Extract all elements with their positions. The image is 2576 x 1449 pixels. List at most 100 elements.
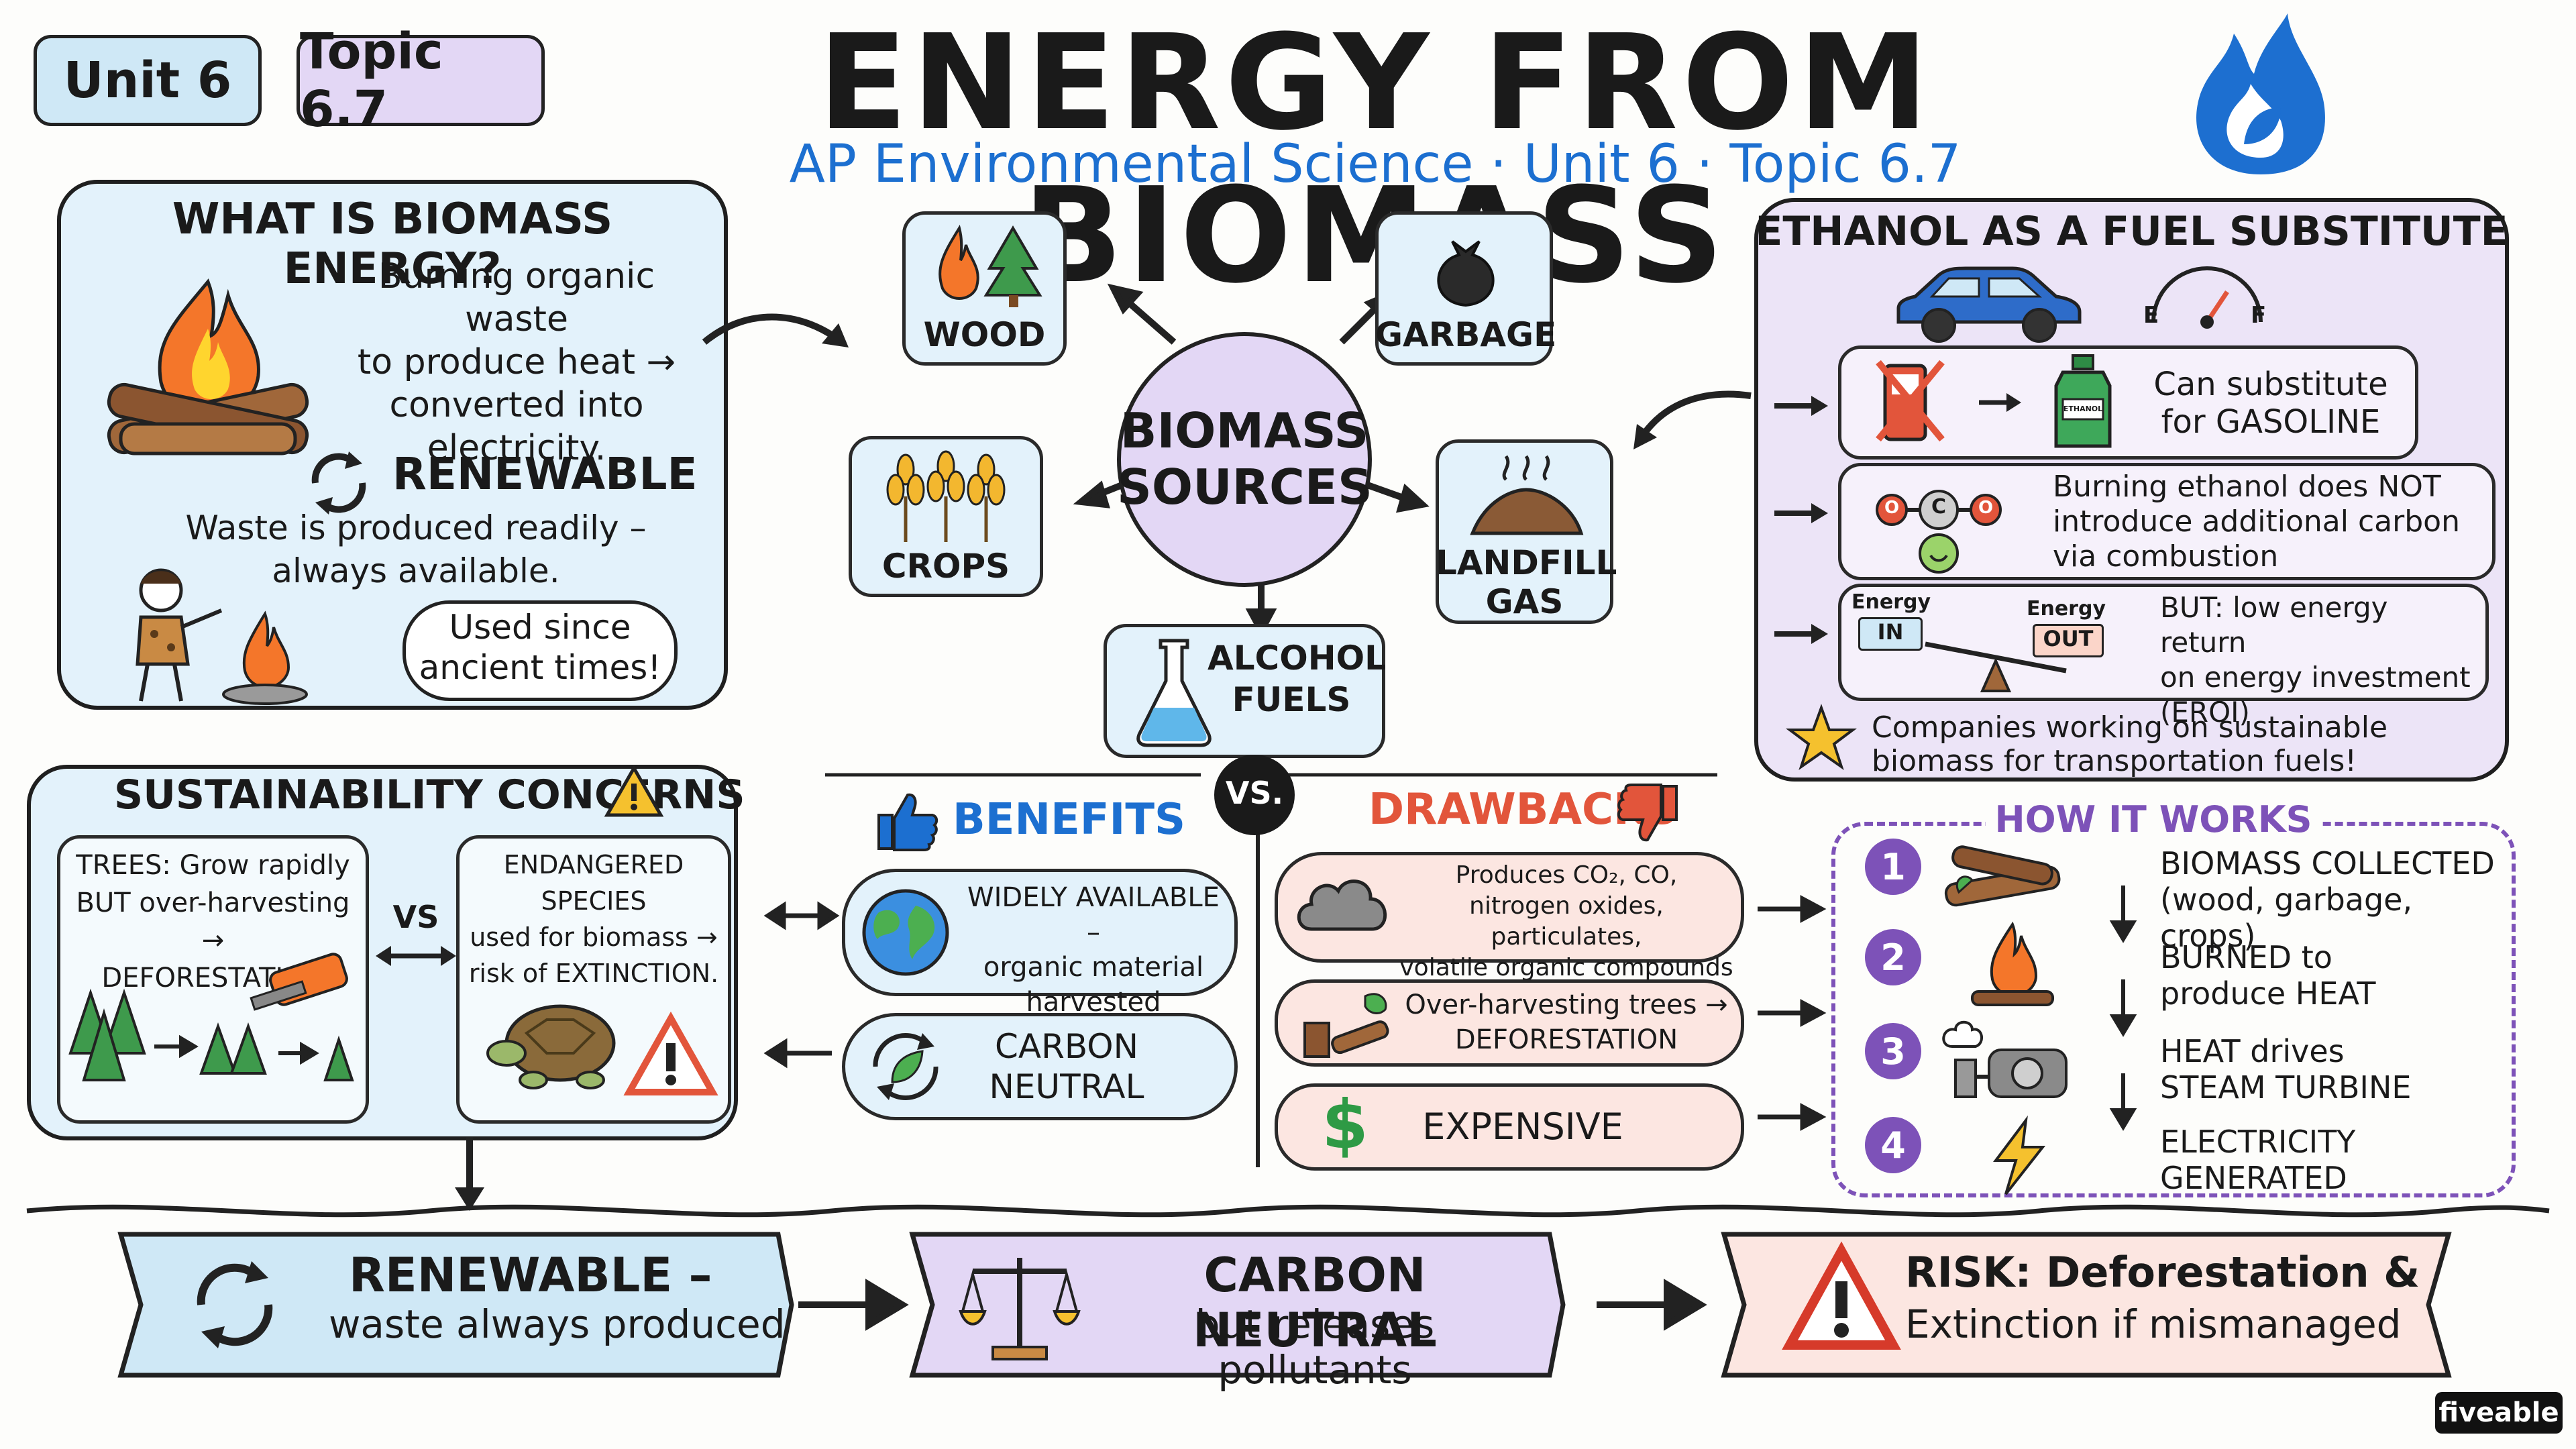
wood-label: WOOD <box>923 315 1046 354</box>
benefit2-line: NEUTRAL <box>989 1067 1144 1106</box>
trees-line: BUT over-harvesting → <box>76 888 350 956</box>
summary-risk-sub: Extinction if mismanaged <box>1905 1301 2402 1347</box>
garbage-label: GARBAGE <box>1375 315 1557 354</box>
steam-turbine-icon <box>1942 1020 2068 1098</box>
landfill-line: GAS <box>1485 582 1564 621</box>
companies-note: Companies working on sustainable biomass… <box>1872 711 2489 778</box>
step-text: HEAT drives STEAM TURBINE <box>2160 1033 2502 1106</box>
caveman-icon <box>136 568 223 702</box>
crops-label: CROPS <box>881 547 1010 586</box>
flame-leaf-icon <box>2196 13 2325 174</box>
brand-logo: fiveable <box>2435 1392 2563 1434</box>
gasoline-text: Can substitute for GASOLINE <box>2140 366 2402 441</box>
alcohol-line: FUELS <box>1232 680 1351 719</box>
page-subtitle: AP Environmental Science · Unit 6 · Topi… <box>789 134 1962 195</box>
biomass-sources-center <box>1117 332 1372 587</box>
step-number: 3 <box>1865 1023 1921 1079</box>
step3-line: STEAM TURBINE <box>2160 1069 2412 1106</box>
arrow-from-ethanol <box>1633 390 1752 449</box>
row1-line: Can substitute <box>2153 366 2388 403</box>
recycle-arrows-icon <box>197 1261 273 1348</box>
smoke-cloud-icon <box>1297 879 1387 931</box>
energy-in-badge: IN <box>1858 617 1923 651</box>
summary-ribbons <box>117 1232 2452 1378</box>
double-arrow <box>376 946 456 966</box>
row3-line: BUT: low energy return <box>2160 591 2388 659</box>
center-line: BIOMASS <box>1120 402 1369 459</box>
drawback-expensive <box>1275 1083 1744 1171</box>
row3-line: on energy investment <box>2160 661 2471 694</box>
step2-line: produce HEAT <box>2160 975 2376 1012</box>
step-down-arrows <box>2109 885 2137 1131</box>
drawback1-line: nitrogen oxides, particulates, <box>1469 892 1664 951</box>
step1-line: (wood, garbage, crops) <box>2160 881 2413 954</box>
row2-line: introduce additional carbon <box>2053 504 2460 539</box>
ethanol-row-eroi <box>1838 584 2489 701</box>
thumbs-up-icon <box>877 793 938 851</box>
step-text: BURNED to produce HEAT <box>2160 939 2502 1012</box>
leaf-cycle-icon <box>873 1033 938 1100</box>
row-arrow <box>1774 396 1828 416</box>
fuel-gauge-icon <box>2151 266 2263 329</box>
lightning-icon <box>1993 1115 2046 1195</box>
danger-sign-icon <box>623 1011 718 1095</box>
summary-renewable-title: RENEWABLE – <box>349 1248 712 1303</box>
carbon-neutral-text: CARBON NEUTRAL <box>959 1026 1174 1107</box>
drawback2-line: DEFORESTATION <box>1454 1024 1678 1055</box>
energy-in-top: Energy <box>1851 590 1931 614</box>
gauge-f-label: F <box>2251 302 2267 329</box>
sustainability-vs: VS <box>392 899 439 935</box>
row-arrow-small <box>1979 393 2021 412</box>
landfill-icon <box>1470 455 1584 535</box>
row2-line: Burning ethanol does NOT <box>2053 470 2441 504</box>
bubble-line: Used since <box>449 608 631 647</box>
desc-line: to produce heat → <box>357 342 676 382</box>
species-line: risk of EXTINCTION. <box>468 959 719 988</box>
row1-line: for GASOLINE <box>2161 403 2381 441</box>
step4-line: GENERATED <box>2160 1160 2347 1196</box>
deforestation-text: Over-harvesting trees → DEFORESTATION <box>1395 987 1737 1057</box>
desc-line: Burning organic waste <box>378 256 655 339</box>
how-it-works-heading: HOW IT WORKS <box>1994 798 2312 841</box>
unit-badge: Unit 6 <box>34 35 262 126</box>
benefit1-line: organic material <box>983 952 1204 983</box>
car-icon <box>1896 266 2082 343</box>
balance-scale-icon <box>959 1258 1081 1360</box>
energy-out-badge: OUT <box>2033 624 2104 657</box>
renewable-heading: RENEWABLE <box>392 448 698 500</box>
step3-line: HEAT drives <box>2160 1033 2345 1069</box>
trees-line: TREES: Grow rapidly <box>76 850 350 881</box>
page-title: ENERGY FROM BIOMASS <box>818 7 1933 313</box>
turtle-icon <box>486 1004 616 1089</box>
gauge-e-label: E <box>2143 302 2159 329</box>
row3-line: (EROI) <box>2160 696 2250 729</box>
summary-carbon-title: CARBON NEUTRAL <box>1193 1248 1437 1358</box>
globe-icon <box>862 889 949 976</box>
what-is-heading: WHAT IS BIOMASS ENERGY? <box>172 195 613 294</box>
step-text: BIOMASS COLLECTED (wood, garbage, crops) <box>2160 845 2502 954</box>
tree-stump-icon <box>1303 993 1389 1058</box>
desc-line: electricity. <box>427 428 606 468</box>
pollutants-text: Produces CO₂, CO, nitrogen oxides, parti… <box>1395 860 1737 983</box>
arrows-to-sustainability <box>763 901 840 1069</box>
species-text: ENDANGERED SPECIES used for biomass → ri… <box>463 847 724 991</box>
wavy-divider <box>26 1204 2550 1218</box>
summary-renewable-sub: waste always produced <box>329 1301 786 1347</box>
ethanol-can-icon <box>2054 354 2112 448</box>
benefit2-line: CARBON <box>994 1027 1139 1066</box>
small-campfire-icon <box>222 610 308 705</box>
energy-out-top: Energy <box>2026 597 2106 621</box>
risk-warning-icon <box>1782 1241 1901 1350</box>
alcohol-line: ALCOHOL <box>1208 639 1386 678</box>
alcohol-fuels-label: ALCOHOL FUELS <box>1208 637 1386 720</box>
speech-bubble-text: Used since ancient times! <box>402 607 678 688</box>
campfire-icon <box>107 278 309 455</box>
drawback-deforestation <box>1275 979 1744 1067</box>
step-number: 1 <box>1865 839 1921 895</box>
step-number: 2 <box>1865 929 1921 985</box>
summary-carbon-sub: but releases pollutants <box>1195 1301 1435 1393</box>
ethanol-heading: ETHANOL AS A FUEL SUBSTITUTE <box>1755 208 2508 255</box>
vs-divider <box>825 773 1717 1167</box>
renewable-line: Waste is produced readily – <box>185 508 647 547</box>
fire-tree-icon <box>938 225 1042 307</box>
